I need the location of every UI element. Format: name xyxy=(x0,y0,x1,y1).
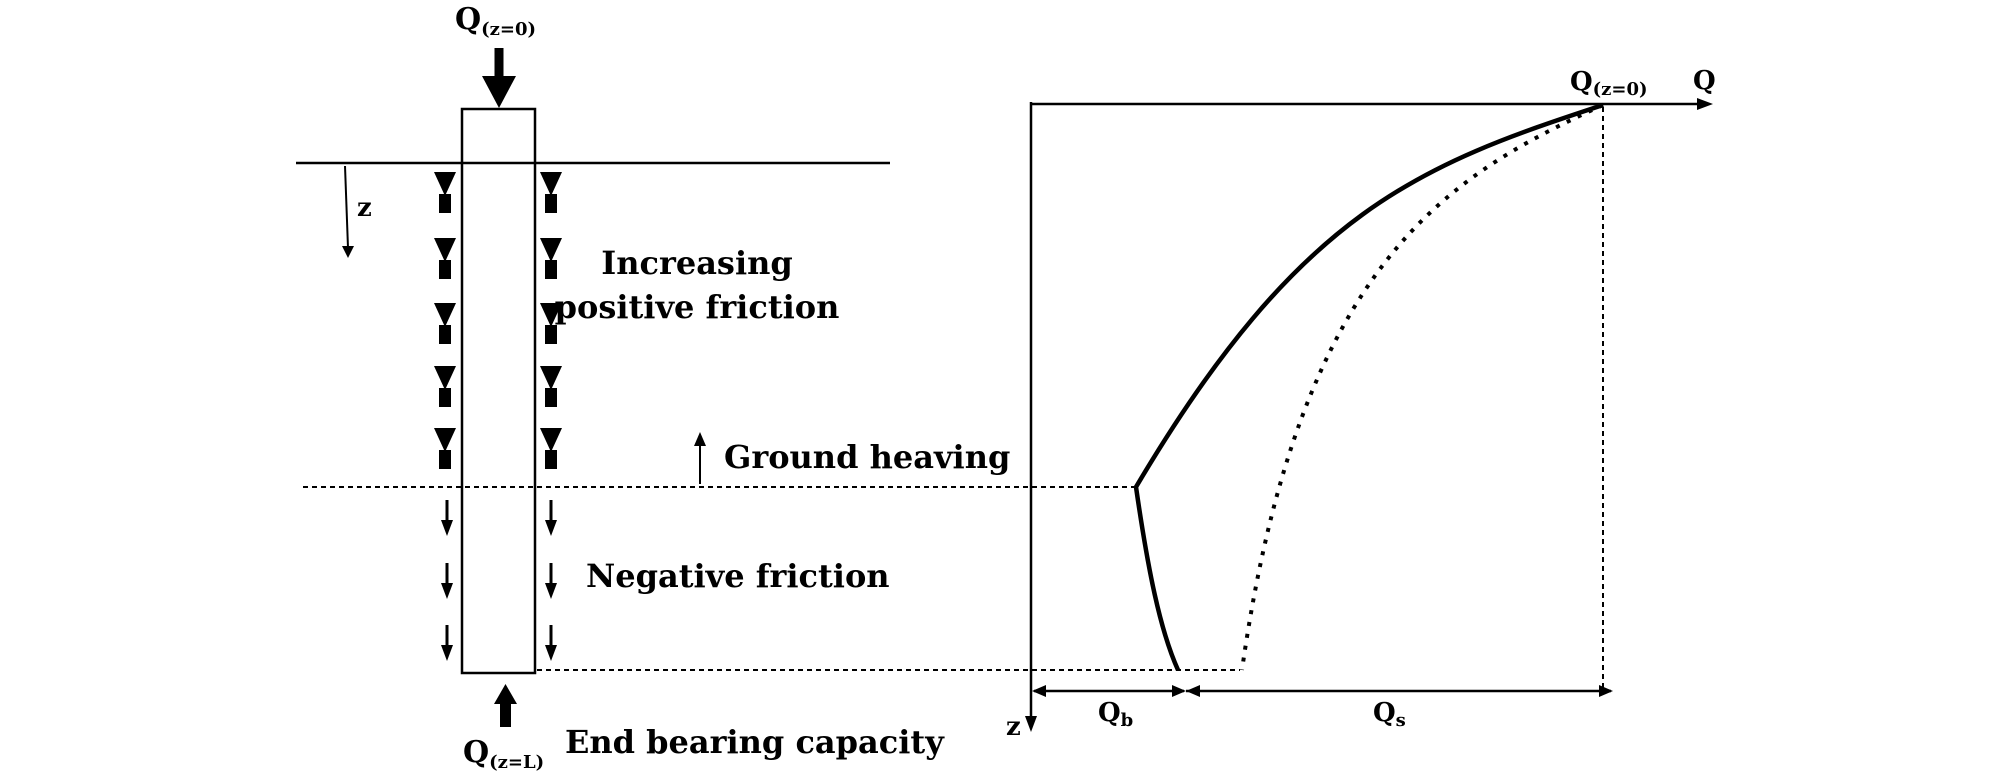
positive-friction-label-line2: positive friction xyxy=(555,288,840,326)
pile-diagram: Q(z=0) z xyxy=(296,2,1240,773)
qs-dimension xyxy=(1186,685,1613,697)
positive-friction-label-line1: Increasing xyxy=(601,244,792,282)
depth-axis-label: z xyxy=(357,193,372,223)
qb-dimension xyxy=(1032,685,1186,697)
end-bearing-label: End bearing capacity xyxy=(565,723,945,761)
bottom-load-arrow xyxy=(494,684,517,727)
top-load-label: Q(z=0) xyxy=(455,2,536,40)
pile xyxy=(460,107,537,675)
depth-axis-arrow xyxy=(342,165,354,258)
ground-heaving-label: Ground heaving xyxy=(724,438,1010,476)
bottom-load-label: Q(z=L) xyxy=(463,735,544,773)
qb-label: Qb xyxy=(1098,698,1133,731)
negative-friction-label: Negative friction xyxy=(586,557,890,595)
positive-friction-arrows-left xyxy=(434,172,456,469)
qs-label: Qs xyxy=(1373,698,1406,731)
q-axis-label: Q xyxy=(1693,66,1716,96)
load-distribution-graph: Q z Q(z=0) Qb xyxy=(1006,66,1716,742)
z-axis xyxy=(1025,102,1037,732)
positive-friction-arrows-right xyxy=(540,172,562,469)
top-load-arrow xyxy=(482,48,516,108)
ground-heaving-arrow xyxy=(694,432,706,484)
load-curve-dotted xyxy=(1240,103,1604,671)
q-axis xyxy=(1030,98,1713,110)
load-curve-solid xyxy=(1133,102,1604,671)
peak-load-label: Q(z=0) xyxy=(1570,67,1648,100)
negative-friction-arrows-right xyxy=(545,500,557,661)
negative-friction-arrows-left xyxy=(441,500,453,661)
z-axis-label: z xyxy=(1006,712,1021,742)
